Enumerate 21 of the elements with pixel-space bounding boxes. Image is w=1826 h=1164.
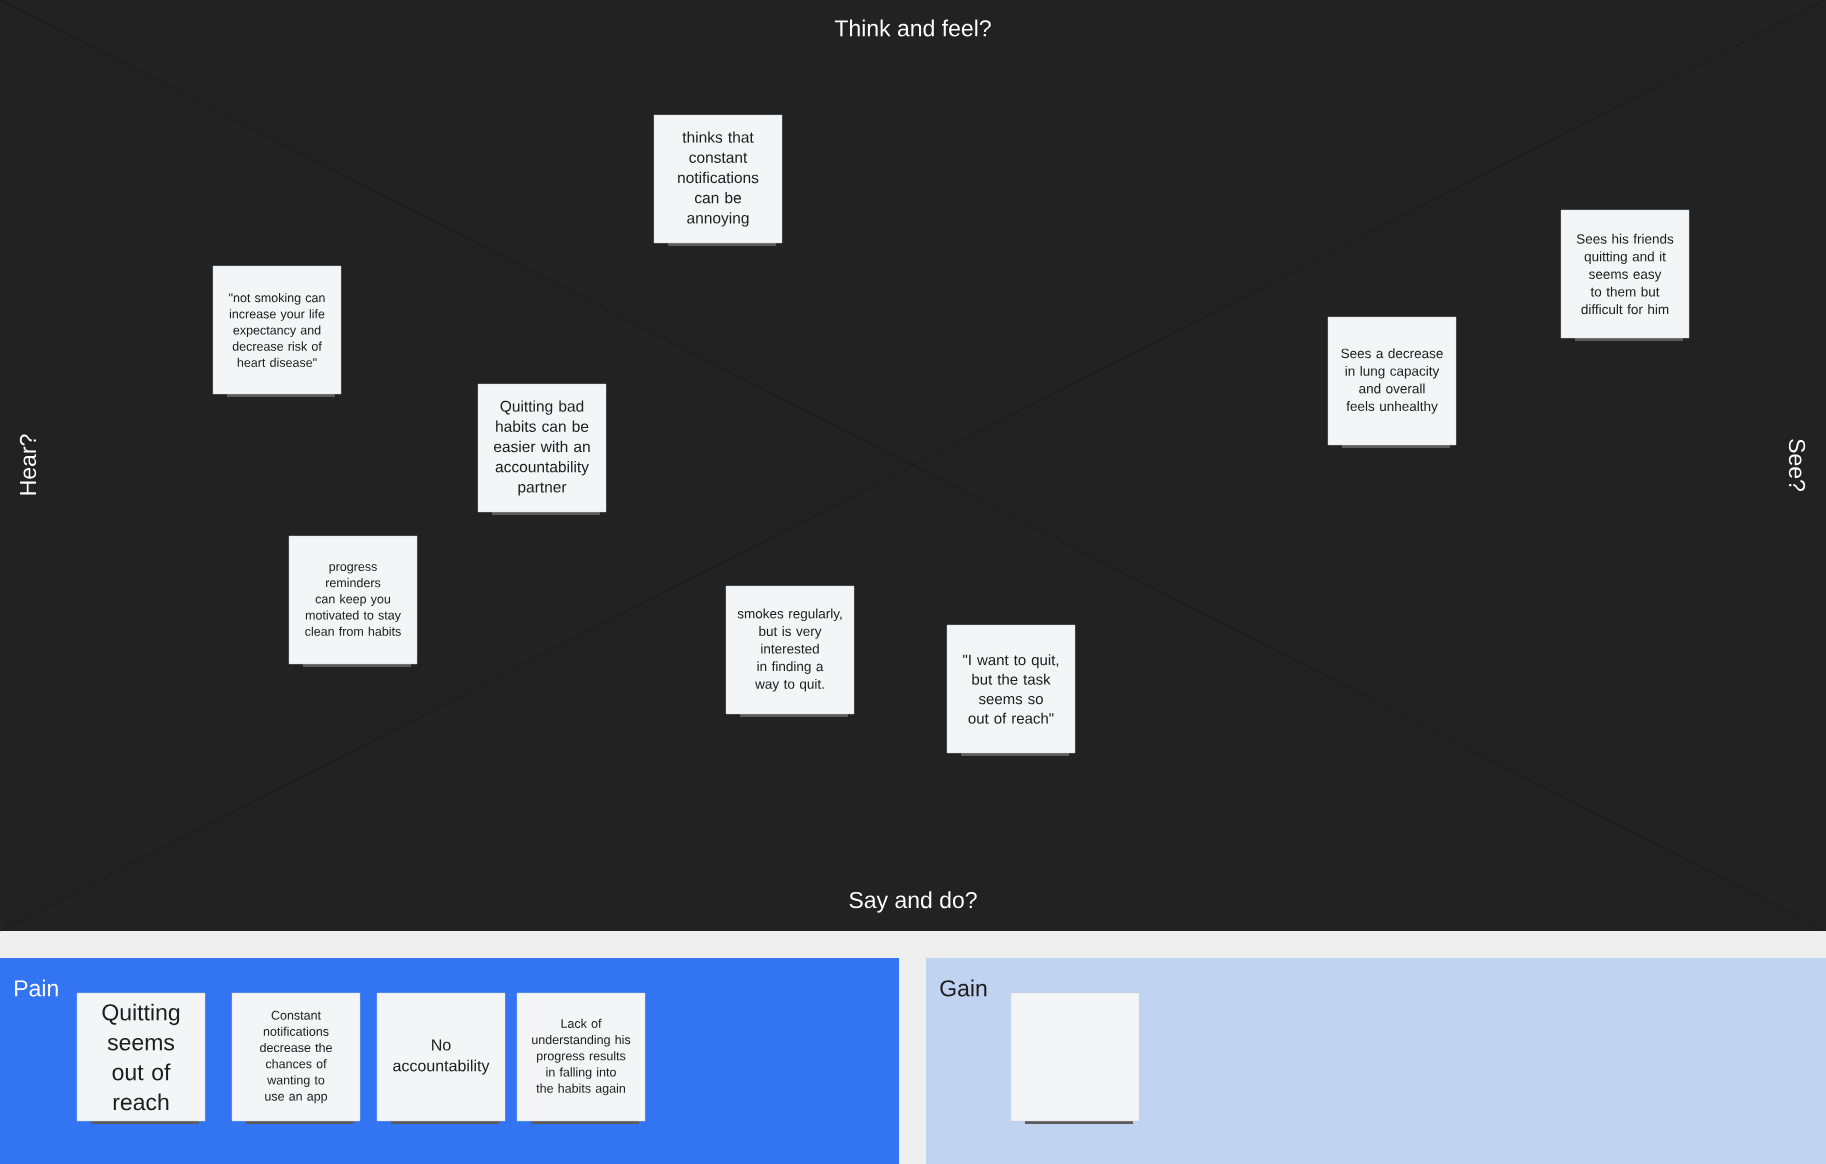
- panel-heading: See?: [1788, 439, 1806, 491]
- sticky-note: "I want to quit, but the task seems so out of reach": [946, 624, 1076, 756]
- sticky-note: progress reminders can keep you motivated to stay clean from habits: [288, 535, 418, 667]
- panel-heading: Gain: [940, 979, 987, 997]
- sticky-note: Sees a decrease in lung capacity and overall feels unhealthy: [1327, 316, 1457, 448]
- sticky-note: "not smoking can increase your life expectancy and decrease risk of heart disease": [212, 265, 342, 397]
- sticky-note: Sees his friends quitting and it seems easy to them but difficult for him: [1560, 209, 1690, 341]
- sticky-note: Quitting bad habits can be easier with an accountability partner: [477, 383, 607, 515]
- gain-panel: [926, 958, 1826, 1164]
- sticky-note: Quitting seems out of reach: [76, 992, 206, 1124]
- panel-heading: Say and do?: [849, 891, 977, 913]
- empathy-map-panel: [0, 0, 1826, 932]
- panel-heading: Hear?: [19, 434, 37, 495]
- sticky-note: No accountability: [376, 992, 506, 1124]
- sticky-note: thinks that constant notifications can be annoying: [653, 114, 783, 246]
- sticky-note: Constant notifications decrease the chances of wanting to use an app: [231, 992, 361, 1124]
- sticky-note: smokes regularly, but is very interested in finding a way to quit.: [725, 585, 855, 717]
- panel-heading: Think and feel?: [834, 19, 991, 37]
- panel-heading: Pain: [15, 979, 58, 997]
- blank-sticky-note: [1010, 992, 1140, 1124]
- sticky-note: Lack of understanding his progress results in falling into the habits again: [516, 992, 646, 1124]
